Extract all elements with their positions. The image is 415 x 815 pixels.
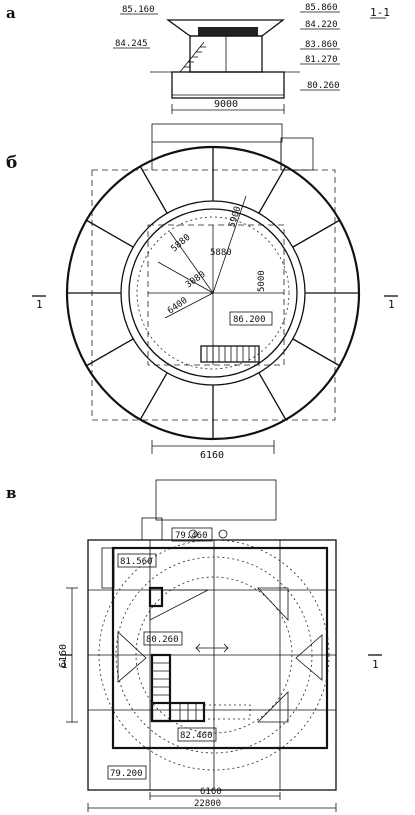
section-1-1-label: 1-1 — [370, 6, 390, 19]
floor-main-frame — [111, 546, 329, 750]
panel-a-letter: а — [6, 4, 16, 22]
section-num-right-c: 1 — [372, 658, 379, 671]
buttress-top-right — [257, 587, 289, 622]
section-num-left-b: 1 — [36, 298, 43, 311]
wall-stub — [148, 586, 164, 608]
level-86-200: 86.200 — [233, 315, 266, 325]
section-num-left-c: 1 — [61, 658, 68, 671]
level-box-86-200 — [229, 311, 273, 326]
level-box-79-200 — [107, 765, 147, 780]
top-projection — [151, 123, 283, 143]
radius-6400 — [164, 292, 214, 319]
column-mark-1 — [188, 529, 198, 539]
level-79-460: 79.460 — [175, 531, 208, 541]
dim-5880-horizontal: 5880 — [210, 248, 232, 258]
level-box-80-260 — [143, 631, 183, 646]
level-84-245: 84.245 — [115, 39, 148, 49]
level-82-460: 82.460 — [180, 731, 213, 741]
buttress-left — [117, 631, 147, 683]
dim-3080: 3080 — [184, 270, 208, 291]
roof-slab-hatch — [198, 27, 258, 36]
dim-5000: 5000 — [257, 270, 267, 292]
buttress-bottom-right — [257, 691, 289, 723]
buttress-right — [295, 634, 323, 681]
level-81-270: 81.270 — [305, 55, 338, 65]
panel-a-section: а 1-1 85.160 84.245 85.860 84.220 — [6, 3, 390, 114]
panel-c-floor-plan: в — [6, 479, 382, 812]
dim-6400: 6400 — [166, 296, 190, 317]
panel-c-letter: в — [6, 484, 16, 502]
level-box-79-460 — [171, 527, 213, 542]
inner-square-dashed — [147, 224, 285, 366]
column-mark-2 — [218, 529, 228, 539]
floor-staircase — [150, 653, 251, 723]
width-dim-9000: 9000 — [214, 99, 238, 110]
dim-6160-b: 6160 — [200, 450, 224, 461]
small-annex — [141, 517, 163, 541]
level-80-260-c: 80.260 — [146, 635, 179, 645]
level-box-81-560 — [117, 553, 157, 568]
level-80-260: 80.260 — [307, 81, 340, 91]
plan-outline-dashed — [91, 169, 336, 421]
level-81-560: 81.560 — [120, 557, 153, 567]
level-box-82-460 — [177, 727, 217, 742]
panel-b-roof-plan: б — [6, 123, 398, 461]
entrance-block — [155, 479, 277, 521]
dim-6160-vertical: 6160 — [58, 644, 69, 668]
level-84-220: 84.220 — [305, 20, 338, 30]
radius-3080 — [169, 231, 214, 294]
roof-radial-ribs — [67, 147, 359, 439]
level-83-860: 83.860 — [305, 40, 338, 50]
section-num-right-b: 1 — [388, 298, 395, 311]
level-85-860: 85.860 — [305, 3, 338, 13]
dim-6160-c: 6160 — [200, 787, 222, 797]
level-79-200: 79.200 — [110, 769, 143, 779]
dim-22800: 22800 — [194, 799, 221, 809]
roof-inner-dotted — [136, 216, 290, 370]
level-85-160: 85.160 — [122, 5, 155, 15]
radius-5900 — [212, 195, 247, 294]
section-staircase — [179, 41, 206, 73]
basement-block — [171, 71, 285, 99]
left-niche — [101, 547, 115, 589]
roof-ring-2 — [128, 208, 298, 378]
panel-b-letter: б — [6, 153, 17, 173]
roof-staircase — [200, 345, 260, 363]
